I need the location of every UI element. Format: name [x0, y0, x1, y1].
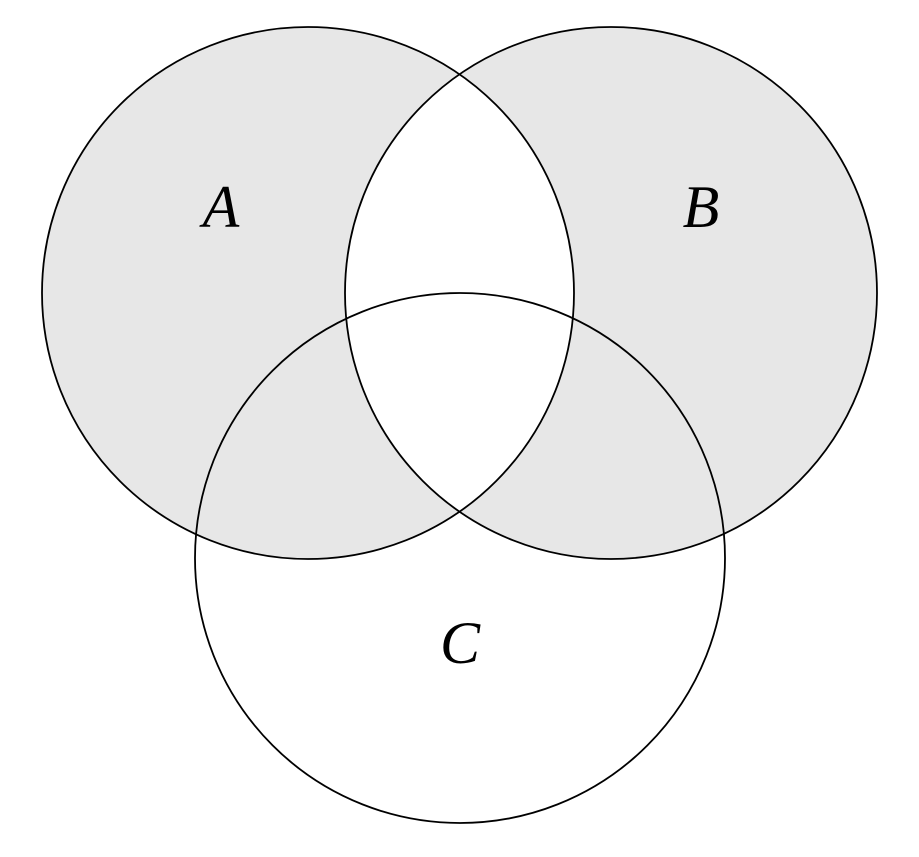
set-label-b: B — [683, 174, 720, 240]
circle-a-outline — [41, 26, 575, 560]
circle-c-outline — [194, 292, 726, 824]
shaded-region-a-symdiff-b — [42, 27, 877, 559]
set-label-c: C — [440, 610, 481, 676]
circle-b-outline — [344, 26, 878, 560]
set-label-a: A — [199, 174, 240, 240]
